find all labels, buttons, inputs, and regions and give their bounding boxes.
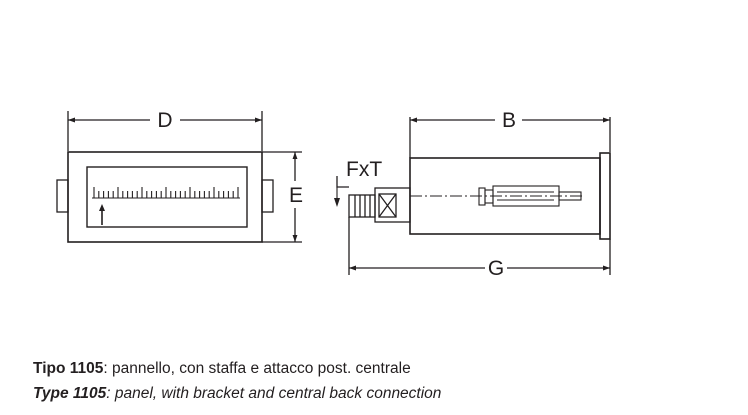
front-view <box>56 111 302 243</box>
bracket-right <box>261 179 274 213</box>
pointer <box>99 204 105 211</box>
scale-ticks <box>93 187 239 198</box>
caption-english: Type 1105: panel, with bracket and centr… <box>33 385 441 403</box>
caption-italian-description: : pannello, con staffa e attacco post. c… <box>103 360 411 377</box>
dimension-label-e: E <box>289 184 303 207</box>
caption-italian: Tipo 1105: pannello, con staffa e attacc… <box>33 360 411 378</box>
caption-english-model: Type 1105 <box>33 385 107 402</box>
dimension-label-d: D <box>157 109 172 132</box>
dimension-label-fxt: FxT <box>346 158 382 181</box>
threaded-connection <box>348 194 376 218</box>
dimension-label-g: G <box>488 257 504 280</box>
dimension-label-b: B <box>502 109 516 132</box>
scale-window <box>86 166 248 228</box>
bracket-left <box>56 179 69 213</box>
caption-italian-model: Tipo 1105 <box>33 360 104 377</box>
internal-element <box>478 185 582 207</box>
front-flange <box>599 152 611 240</box>
caption-english-description: : panel, with bracket and central back c… <box>106 385 442 402</box>
side-view <box>334 117 611 275</box>
technical-drawing: D E B G FxT <box>56 109 611 280</box>
